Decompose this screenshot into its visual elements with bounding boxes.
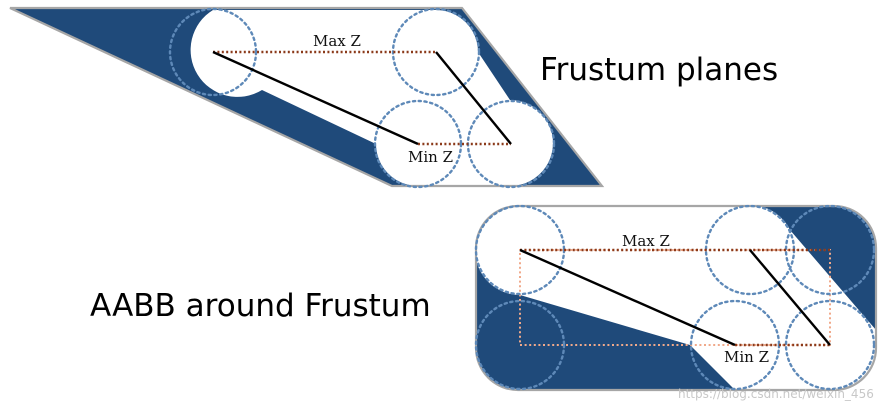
frustum-planes-group: Max Z Min Z (9, 6, 605, 189)
max-z-label-bottom: Max Z (622, 232, 670, 250)
frustum-edge-left-bottom (519, 248, 736, 347)
max-z-label-top: Max Z (313, 32, 361, 50)
sphere-hull-bottom (476, 206, 876, 390)
frustum-edge-right-top (435, 51, 512, 145)
frustum-edge-left-top (212, 50, 419, 146)
min-z-label-top: Min Z (408, 148, 453, 166)
frustum-planes-caption: Frustum planes (540, 52, 778, 88)
sphere-top-2 (391, 7, 481, 97)
sphere-top-3 (373, 99, 463, 189)
watermark-text: https://blog.csdn.net/weixin_456 (678, 387, 874, 401)
sphere-hull-top (190, 10, 554, 186)
sphere-bottom-4 (474, 299, 566, 391)
sphere-bottom-6 (784, 299, 876, 391)
sphere-top-1 (168, 7, 258, 97)
min-z-label-bottom: Min Z (724, 348, 769, 366)
aabb-outline (474, 204, 878, 392)
aabb-caption: AABB around Frustum (90, 288, 431, 324)
aabb-group: Max Z Min Z (474, 204, 878, 392)
frustum-outline (9, 6, 605, 188)
frustum-edge-right-bottom (749, 249, 831, 346)
